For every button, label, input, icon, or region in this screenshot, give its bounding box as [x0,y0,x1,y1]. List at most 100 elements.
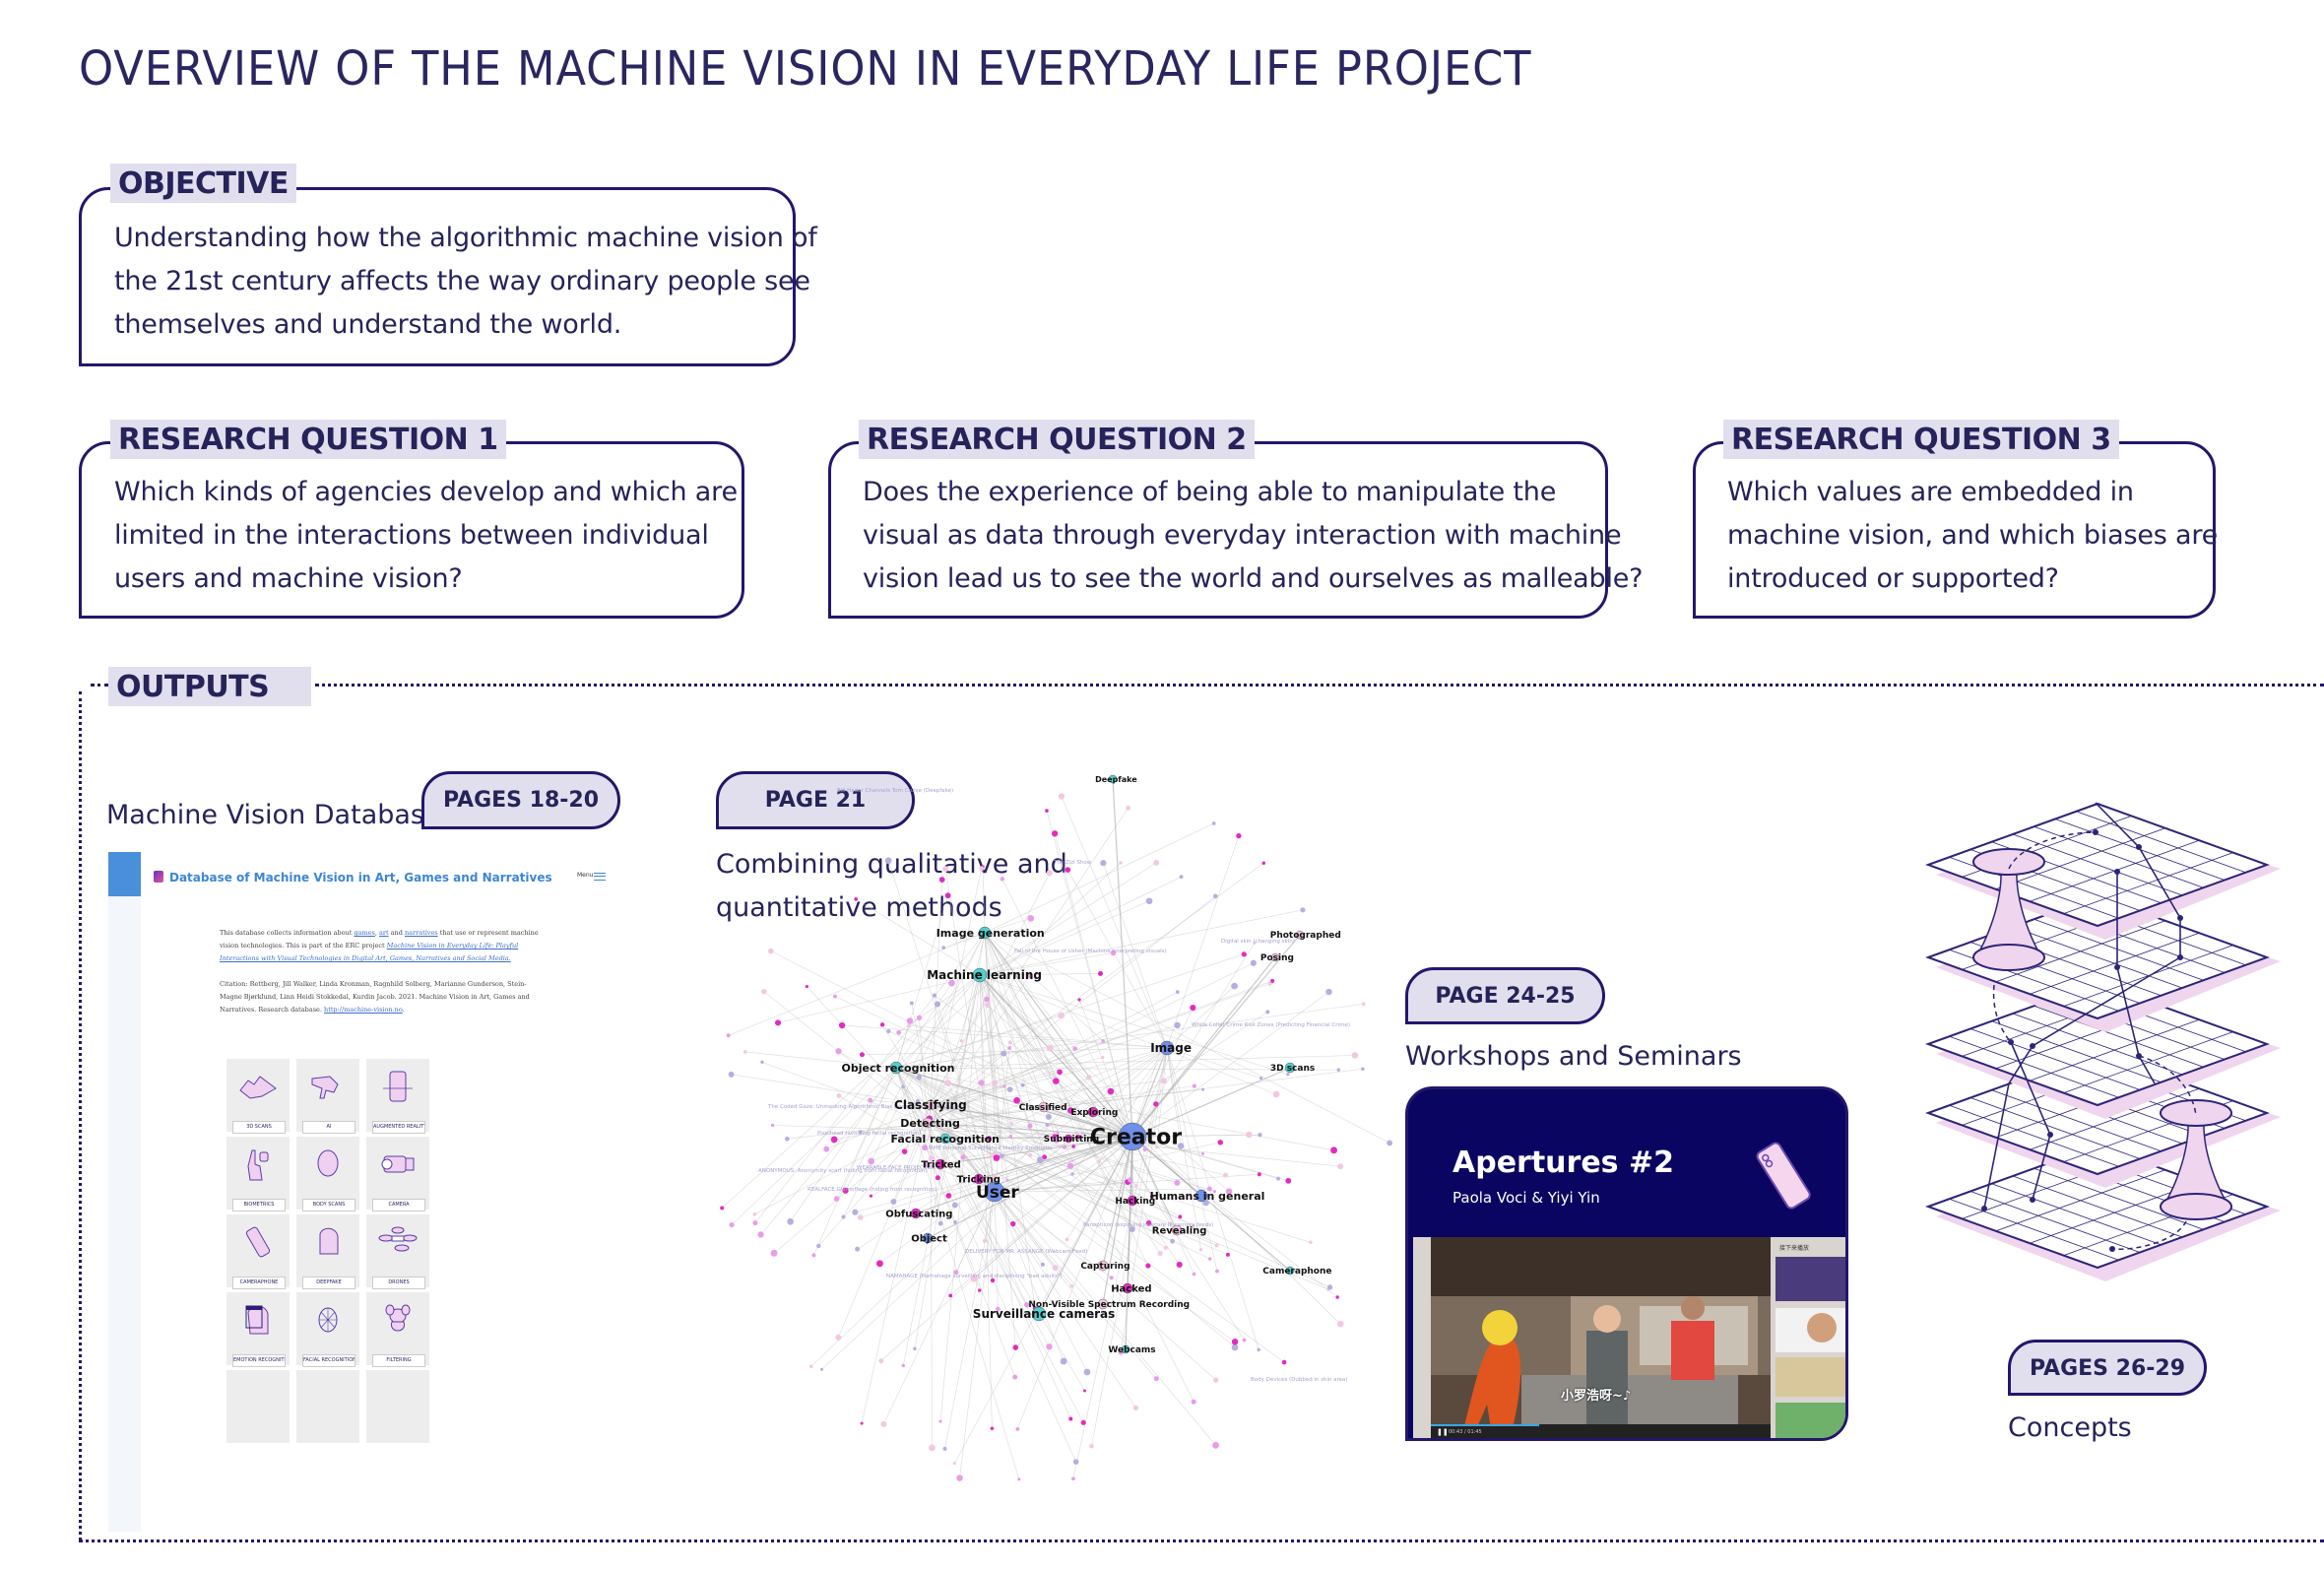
db-tile[interactable] [296,1370,359,1443]
db-tile[interactable]: FACIAL RECOGNITION [296,1292,359,1367]
network-node [1214,1243,1219,1248]
db-tile[interactable]: AI [296,1059,359,1134]
network-node [1208,1257,1212,1261]
network-node [1083,1368,1091,1376]
database-pages-badge[interactable]: PAGES 18-20 [421,771,620,829]
network-node-label [1020,1427,1028,1432]
network-edge [944,1136,1133,1140]
db-tile-label: CAMERAPHONE [232,1277,286,1289]
network-work-label: URME Personal Surveillance Identity Pros… [926,1146,1053,1151]
network-edge [1072,1047,1168,1479]
network-node-label [1043,1158,1051,1163]
network-edge [930,862,1264,1106]
network-edge [1009,1042,1133,1138]
network-node [785,1136,790,1142]
network-edge [979,909,1304,976]
network-node [1212,1441,1219,1449]
db-tile[interactable]: BIOMETRICS [226,1137,290,1212]
network-node-label [1196,1273,1204,1277]
network-node-label [906,1084,914,1089]
db-tile[interactable]: 3D SCANS [226,1059,290,1134]
methods-pages-badge[interactable]: PAGE 21 [716,771,915,829]
rq3-line: Which values are embedded in [1727,477,2134,507]
db-tile[interactable]: AUGMENTED REALITY [366,1059,429,1134]
workshop-card[interactable]: Apertures #2 Paola Voci & Yiyi Yin [1405,1086,1848,1441]
db-tile-label: AUGMENTED REALITY [372,1121,425,1134]
network-node-label [1012,1046,1020,1051]
network-node [1053,1078,1060,1084]
network-node-label [1022,1477,1030,1482]
network-node [1300,907,1306,913]
network-node [835,1048,842,1055]
network-node [1071,1145,1075,1148]
db-tile[interactable]: FILTERING [366,1292,429,1367]
network-node [1259,1077,1263,1081]
network-node-label [912,1023,920,1028]
network-node [838,1021,846,1029]
network-node [1100,860,1107,867]
network-node-label [873,1098,881,1103]
network-hub-node [1159,1040,1175,1056]
db-tile[interactable] [226,1370,290,1443]
db-tile[interactable]: CAMERAPHONE [226,1214,290,1289]
network-hub-label: Revealing [1152,1226,1207,1237]
concept-node [2136,1053,2142,1059]
network-hub-label: Detecting [900,1117,960,1130]
network-node-label [859,897,867,902]
network-node [1066,1107,1074,1114]
concepts-pages-badge[interactable]: PAGES 26-29 [2008,1340,2207,1396]
network-node-label [1070,868,1078,873]
network-work-label: Fall of the House of Usher (Machine inte… [1014,949,1167,954]
network-node-label [1082,998,1090,1003]
db-citation-link[interactable]: http://machine-vision.no [324,1006,403,1014]
network-hub-label: Surveillance cameras [973,1307,1116,1321]
research-question-2-label: RESEARCH QUESTION 2 [859,420,1255,459]
db-site-title[interactable]: Database of Machine Vision in Art, Games… [169,871,552,884]
db-tile[interactable] [366,1370,429,1443]
network-node [945,1193,952,1199]
db-tile[interactable]: DEEPFAKE [296,1214,359,1289]
db-link-art[interactable]: art [378,929,389,937]
db-link-games[interactable]: games [354,929,375,937]
workshops-pages-badge[interactable]: PAGE 24-25 [1405,967,1605,1024]
network-hub-node [1087,1106,1099,1118]
pause-icon[interactable]: ❚❚ [1437,1428,1449,1436]
network-node [916,1075,923,1081]
db-link-project[interactable]: Machine Vision in Everyday Life: Playful… [220,942,519,962]
network-hub-label: Submitting [1044,1135,1099,1145]
hamburger-menu-icon[interactable] [594,873,606,881]
network-edge [810,1191,996,1367]
network-edge [930,1104,1226,1176]
network-edge [722,974,981,1209]
network-edge [915,1136,1133,1214]
db-tile[interactable]: DRONES [366,1214,429,1289]
db-tile[interactable]: BODY SCANS [296,1137,359,1212]
network-node [1036,1156,1044,1164]
network-node [1017,1477,1021,1481]
outputs-frame-top [315,684,2324,687]
network-node-label [1231,1253,1239,1258]
db-menu-label[interactable]: Menu [577,872,594,879]
network-edge [888,1030,1133,1138]
network-edge [1125,1136,1133,1350]
network-node-label [1185,875,1193,880]
network-node [1007,1040,1012,1045]
network-node-label [985,867,993,872]
network-edge [930,880,943,1106]
db-tile[interactable]: CAMERA [366,1137,429,1212]
network-node [805,984,808,989]
network-edge [895,1067,1048,1138]
network-node [1046,1044,1054,1052]
network-edge [772,1125,1133,1138]
network-work-label: WEARABLE FACE PROJECTOR [857,1165,936,1171]
network-node-label [732,1033,740,1038]
network-node [1258,1133,1262,1138]
db-link-narratives[interactable]: narratives [404,929,438,937]
network-edge [1166,985,1235,1049]
research-question-3-box [1693,441,2216,619]
network-node [1046,870,1053,877]
concept-node [2114,869,2120,875]
db-tile[interactable]: EMOTION RECOGNITION [226,1292,290,1367]
network-edge [879,1047,1168,1265]
network-edge [895,1015,1062,1069]
